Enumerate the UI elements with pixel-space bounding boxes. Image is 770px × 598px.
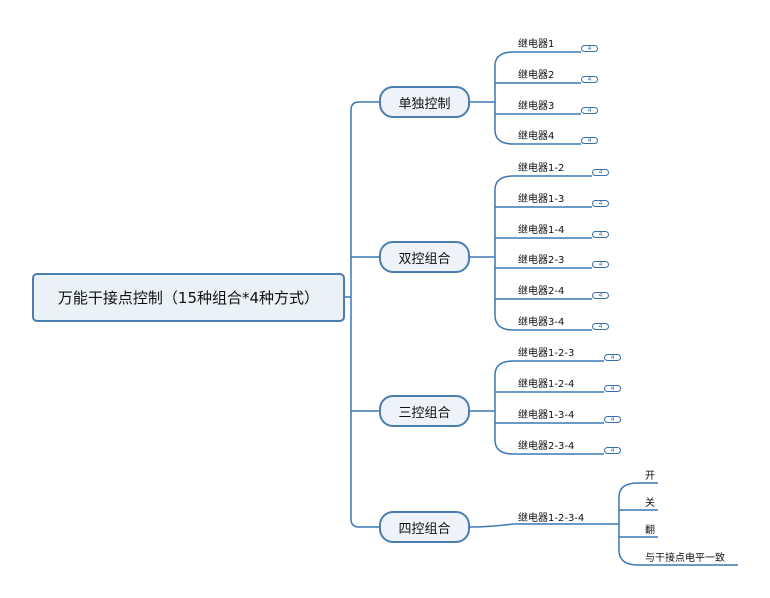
- count-badge[interactable]: 4: [581, 137, 598, 144]
- root-label: 万能干接点控制（15种组合*4种方式）: [57, 289, 320, 307]
- branch-label: 双控组合: [398, 251, 451, 267]
- leaf-relay[interactable]: 继电器1: [518, 39, 555, 50]
- count-badge[interactable]: 4: [592, 292, 609, 299]
- branch-label: 三控组合: [398, 405, 451, 421]
- leaf-relay[interactable]: 继电器1-4: [518, 225, 565, 236]
- leaf-relay[interactable]: 继电器1-3-4: [518, 410, 575, 421]
- count-badge[interactable]: 4: [604, 354, 621, 361]
- count-badge[interactable]: 4: [592, 169, 609, 176]
- leaf-relay[interactable]: 继电器2-3: [518, 255, 565, 266]
- count-badge[interactable]: 4: [592, 200, 609, 207]
- count-badge[interactable]: 4: [581, 107, 598, 114]
- leaf-relay[interactable]: 继电器3: [518, 101, 555, 112]
- count-badge[interactable]: 4: [581, 76, 598, 83]
- leaf-relay[interactable]: 继电器1-2-4: [518, 379, 575, 390]
- leaf-relay[interactable]: 继电器1-3: [518, 194, 565, 205]
- count-badge[interactable]: 4: [592, 323, 609, 330]
- leaf-relay[interactable]: 继电器1-2: [518, 163, 565, 174]
- leaf-relay[interactable]: 继电器1-2-3: [518, 348, 575, 359]
- branch-label: 单独控制: [398, 96, 451, 112]
- mode-toggle[interactable]: 翻: [645, 525, 655, 536]
- count-badge[interactable]: 4: [581, 45, 598, 52]
- mode-on[interactable]: 开: [645, 471, 655, 482]
- mode-off[interactable]: 关: [645, 498, 655, 509]
- branch-single-control[interactable]: 单独控制: [379, 86, 470, 118]
- count-badge[interactable]: 4: [604, 447, 621, 454]
- root-node[interactable]: 万能干接点控制（15种组合*4种方式）: [32, 273, 345, 322]
- leaf-relay[interactable]: 继电器4: [518, 131, 555, 142]
- count-badge[interactable]: 4: [604, 416, 621, 423]
- branch-quad-control[interactable]: 四控组合: [379, 511, 470, 543]
- leaf-relay[interactable]: 继电器1-2-3-4: [518, 513, 585, 524]
- leaf-relay[interactable]: 继电器3-4: [518, 317, 565, 328]
- count-badge[interactable]: 4: [592, 261, 609, 268]
- count-badge[interactable]: 4: [592, 231, 609, 238]
- mode-follow-level[interactable]: 与干接点电平一致: [645, 553, 725, 564]
- leaf-relay[interactable]: 继电器2: [518, 70, 555, 81]
- branch-label: 四控组合: [398, 521, 451, 537]
- leaf-relay[interactable]: 继电器2-4: [518, 286, 565, 297]
- branch-dual-control[interactable]: 双控组合: [379, 241, 470, 273]
- leaf-relay[interactable]: 继电器2-3-4: [518, 441, 575, 452]
- count-badge[interactable]: 4: [604, 385, 621, 392]
- branch-triple-control[interactable]: 三控组合: [379, 395, 470, 427]
